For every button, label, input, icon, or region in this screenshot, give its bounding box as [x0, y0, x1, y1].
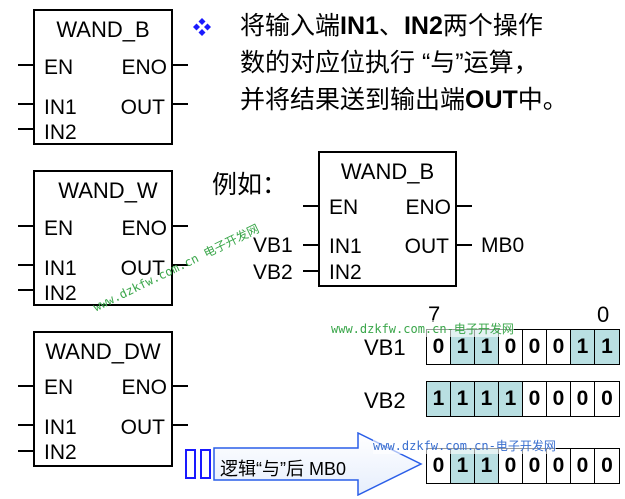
bit-cell-0: 1	[595, 330, 619, 364]
wire-in2	[18, 450, 34, 452]
bit-cell-2: 0	[547, 449, 571, 483]
bit-cell-6: 1	[451, 382, 475, 416]
pin-in1: IN1	[329, 235, 362, 258]
pin-in2: IN2	[44, 121, 77, 144]
wand-dw-block: WAND_DW EN ENO IN1 OUT IN2	[33, 331, 173, 467]
out-term: OUT	[465, 86, 518, 114]
bit-cell-5: 1	[475, 449, 499, 483]
description-line-3: 并将结果送到输出端OUT中。	[240, 84, 568, 116]
arrow-shape	[213, 432, 423, 496]
wire-out	[172, 424, 188, 426]
wire-out	[172, 103, 188, 105]
pin-in1: IN1	[44, 96, 77, 119]
bit-cell-7: 1	[427, 382, 451, 416]
wire-en	[18, 385, 34, 387]
pin-en: EN	[329, 196, 359, 219]
bit-cell-4: 1	[499, 382, 523, 416]
pin-in1: IN1	[44, 416, 77, 439]
wire-in1	[18, 264, 34, 266]
block-title: WAND_B	[340, 159, 435, 184]
pin-out: OUT	[404, 235, 449, 258]
bit-cell-1: 0	[571, 382, 595, 416]
placeholder-square-icon	[200, 449, 211, 479]
wire-in2	[303, 270, 319, 272]
watermark-row3: www.dzkfw.com.cn-电子开发网	[373, 437, 556, 454]
pin-eno: ENO	[121, 217, 167, 240]
block-title: WAND_DW	[45, 339, 161, 364]
bit-cell-3: 0	[523, 330, 547, 364]
wire-en	[303, 205, 319, 207]
out-operand: MB0	[481, 234, 525, 257]
watermark-row1: www.dzkfw.com.cn-电子开发网	[331, 320, 514, 337]
wire-eno	[172, 64, 188, 66]
vb2-row-label: VB2	[364, 388, 406, 413]
wire-eno	[456, 205, 472, 207]
wire-en	[18, 225, 34, 227]
pin-eno: ENO	[405, 196, 451, 219]
wire-in2	[18, 128, 34, 130]
text: 两个操作	[442, 12, 543, 40]
pin-en: EN	[44, 376, 74, 399]
pin-in2: IN2	[329, 261, 362, 284]
pin-out: OUT	[120, 96, 165, 119]
block-title: WAND_W	[58, 178, 158, 203]
bit-cell-3: 0	[523, 382, 547, 416]
pin-in2: IN2	[44, 441, 77, 464]
bit-cell-4: 0	[499, 449, 523, 483]
pin-in1: IN1	[44, 257, 77, 280]
in2-operand: VB2	[253, 261, 293, 284]
pin-out: OUT	[120, 416, 165, 439]
lsb-label: 0	[597, 302, 610, 327]
wire-in1	[303, 244, 319, 246]
bit-cell-0: 0	[595, 382, 619, 416]
bit-cell-5: 1	[475, 382, 499, 416]
bit-cell-2: 0	[547, 330, 571, 364]
wire-in1	[18, 424, 34, 426]
example-wand-b-block: WAND_B EN ENO IN1 OUT IN2	[318, 151, 457, 287]
example-label: 例如：	[212, 171, 288, 199]
block-title: WAND_B	[56, 17, 150, 42]
bit-cell-7: 0	[427, 449, 451, 483]
wire-eno	[172, 385, 188, 387]
wire-in2	[18, 289, 34, 291]
wire-in1	[18, 103, 34, 105]
pin-en: EN	[44, 56, 74, 79]
pin-out: OUT	[120, 257, 165, 280]
bit-cell-1: 1	[571, 330, 595, 364]
pin-eno: ENO	[121, 376, 167, 399]
description-line-1: 将输入端IN1、IN2两个操作	[240, 10, 543, 42]
pin-in2: IN2	[44, 282, 77, 305]
text: 将输入端	[240, 12, 341, 40]
bit-cell-1: 0	[571, 449, 595, 483]
wand-b-block: WAND_B EN ENO IN1 OUT IN2	[33, 9, 173, 145]
wand-w-block: WAND_W EN ENO IN1 OUT IN2	[33, 170, 173, 306]
bullet-icon	[192, 17, 212, 37]
in2-term: IN2	[403, 12, 443, 40]
vb1-row-label: VB1	[364, 335, 406, 360]
wire-eno	[172, 225, 188, 227]
placeholder-square-icon	[185, 449, 196, 479]
text: 中。	[517, 86, 568, 114]
bit-cell-2: 0	[547, 382, 571, 416]
bit-cell-0: 0	[595, 449, 619, 483]
text: 并将结果送到输出端	[240, 86, 466, 114]
wire-en	[18, 64, 34, 66]
pin-en: EN	[44, 217, 74, 240]
text: 、	[378, 12, 404, 40]
mb0-row-label: 逻辑“与”后 MB0	[220, 459, 346, 479]
wire-out	[172, 264, 188, 266]
description-line-2: 数的对应位执行 “与”运算，	[240, 49, 539, 77]
pin-eno: ENO	[121, 56, 167, 79]
in1-term: IN1	[340, 12, 379, 40]
bit-cell-6: 1	[451, 449, 475, 483]
in1-operand: VB1	[253, 234, 293, 257]
wire-out	[456, 244, 472, 246]
bit-cell-3: 0	[523, 449, 547, 483]
